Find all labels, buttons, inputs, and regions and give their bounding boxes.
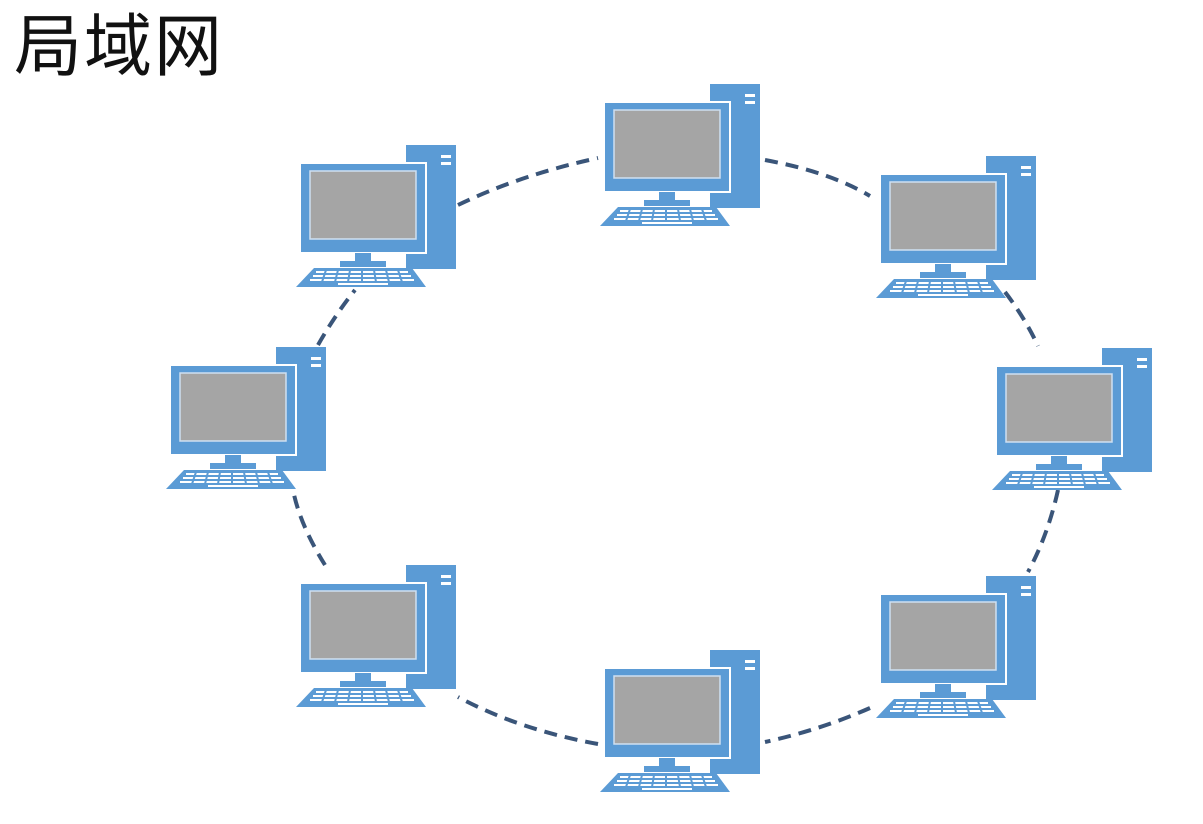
computer-icon-bottom-left [295, 564, 457, 708]
link-bottom-to-bottom-left [457, 695, 599, 746]
computer-icon-right [991, 347, 1153, 491]
page-title: 局域网 [14, 8, 225, 87]
link-top-right-to-right [1003, 290, 1040, 347]
link-left-to-top-left [316, 288, 357, 346]
computer-icon-top-right [875, 155, 1037, 299]
link-bottom-left-to-left [291, 489, 327, 567]
computer-icon-top [599, 83, 761, 227]
computer-icon-bottom-right [875, 575, 1037, 719]
computer-icon-bottom [599, 649, 761, 793]
computer-icon-top-left [295, 144, 457, 288]
link-bottom-right-to-bottom [764, 706, 871, 744]
link-top-to-top-right [764, 158, 872, 198]
link-right-to-bottom-right [1026, 489, 1060, 573]
computer-icon-left [165, 346, 327, 490]
link-top-left-to-top [457, 156, 599, 207]
